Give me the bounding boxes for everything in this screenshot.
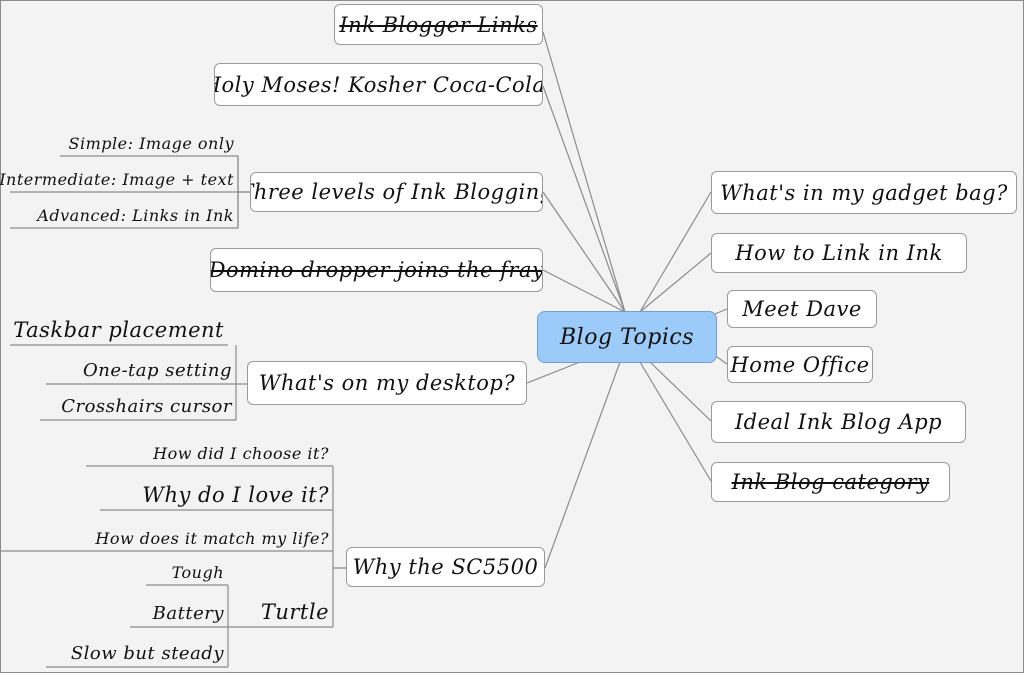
- topic-domino-dropper[interactable]: Domino dropper joins the fray: [210, 248, 543, 292]
- child-slow-but-steady[interactable]: Slow but steady: [70, 643, 224, 664]
- topic-home-office[interactable]: Home Office: [727, 346, 873, 383]
- topic-gadget-bag[interactable]: What's in my gadget bag?: [711, 171, 1017, 214]
- link-sc5500: [544, 361, 621, 569]
- link-desktop: [526, 361, 581, 384]
- child-tough[interactable]: Tough: [171, 563, 224, 582]
- child-simple-image-only[interactable]: Simple: Image only: [68, 134, 234, 153]
- child-advanced-links-in-ink[interactable]: Advanced: Links in Ink: [37, 206, 234, 225]
- link-gadget-bag: [639, 191, 712, 313]
- topic-meet-dave[interactable]: Meet Dave: [727, 290, 877, 328]
- topic-ink-blogger-links[interactable]: Ink Blogger Links: [334, 4, 543, 45]
- link-three-levels: [542, 191, 626, 313]
- topic-how-to-link-in-ink[interactable]: How to Link in Ink: [711, 233, 967, 273]
- link-domino-dropper: [542, 269, 626, 313]
- topic-desktop[interactable]: What's on my desktop?: [247, 361, 527, 405]
- child-turtle[interactable]: Turtle: [260, 600, 329, 624]
- topic-holy-moses[interactable]: Holy Moses! Kosher Coca-Cola!: [214, 63, 543, 106]
- child-intermediate-image-text[interactable]: Intermediate: Image + text: [0, 170, 234, 189]
- child-how-does-it-match-my-life[interactable]: How does it match my life?: [95, 529, 329, 548]
- child-taskbar-placement[interactable]: Taskbar placement: [13, 318, 224, 342]
- child-crosshairs-cursor[interactable]: Crosshairs cursor: [61, 396, 232, 417]
- link-ideal-app: [649, 361, 712, 422]
- topic-ideal-ink-blog-app[interactable]: Ideal Ink Blog App: [711, 401, 966, 443]
- child-how-did-i-choose-it[interactable]: How did I choose it?: [153, 444, 329, 463]
- topic-sc5500[interactable]: Why the SC5500: [346, 547, 545, 587]
- child-why-do-i-love-it[interactable]: Why do I love it?: [142, 483, 329, 507]
- child-one-tap-setting[interactable]: One-tap setting: [82, 360, 232, 381]
- link-holy-moses: [542, 85, 626, 313]
- topic-ink-blog-category[interactable]: Ink Blog category: [711, 462, 950, 502]
- topic-three-levels[interactable]: Three levels of Ink Blogging: [250, 172, 543, 212]
- link-link-in-ink: [639, 252, 712, 313]
- link-sc5500-trunk: [332, 466, 346, 627]
- link-ink-blogger-links: [542, 31, 626, 313]
- central-topic-blog-topics[interactable]: Blog Topics: [537, 311, 717, 363]
- child-battery[interactable]: Battery: [152, 603, 224, 624]
- link-ink-category: [639, 361, 712, 482]
